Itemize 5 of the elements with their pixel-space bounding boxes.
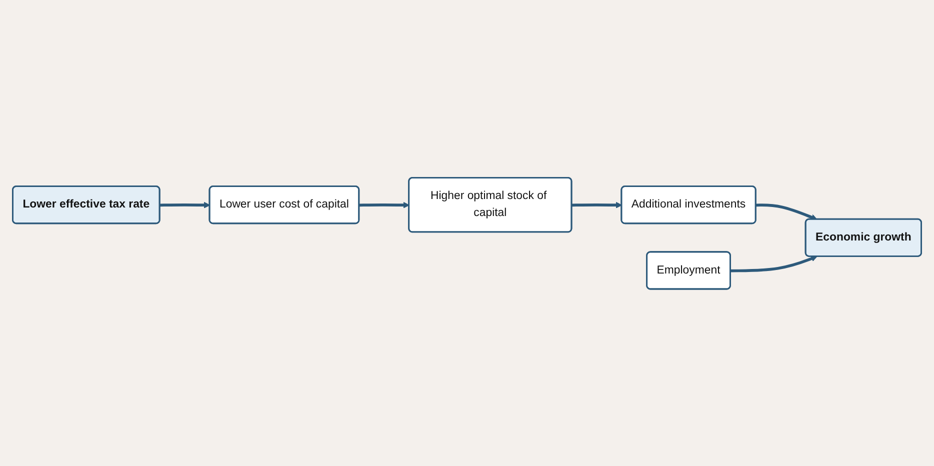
arrow bbox=[756, 203, 818, 220]
arrow bbox=[359, 202, 410, 208]
arrow bbox=[730, 255, 818, 272]
arrow bbox=[572, 202, 622, 208]
arrow bbox=[160, 202, 210, 208]
